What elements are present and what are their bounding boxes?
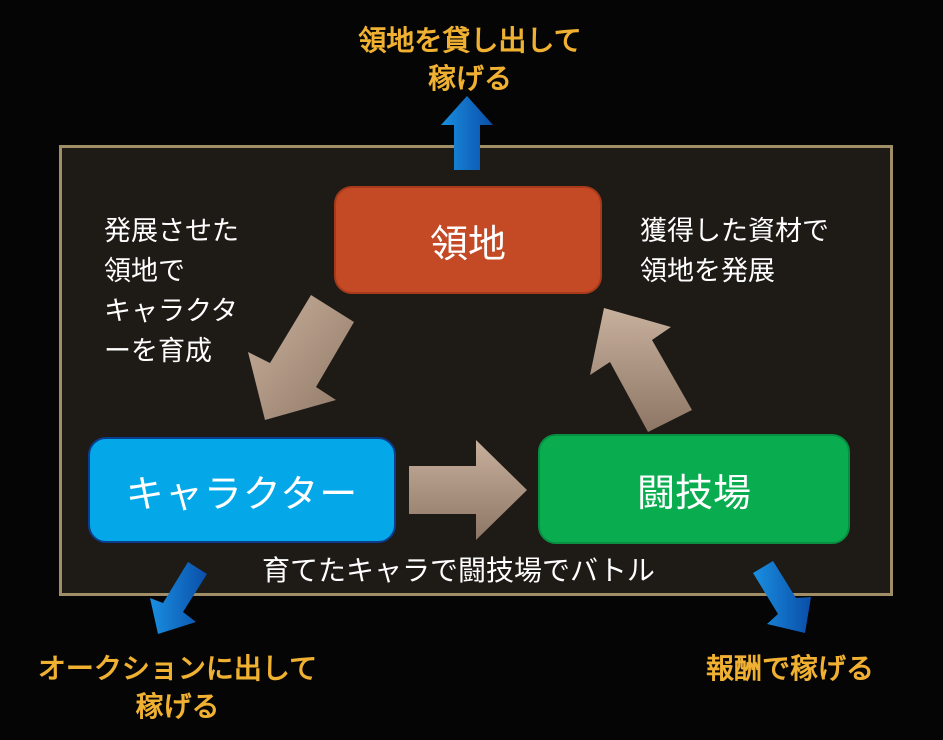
node-character: キャラクター: [88, 437, 396, 543]
node-character-label: キャラクター: [125, 471, 359, 516]
node-arena: 闘技場: [538, 434, 850, 544]
node-territory-label: 領地: [429, 221, 506, 266]
note-character-to-arena: 育てたキャラで闘技場でバトル: [262, 554, 655, 587]
earn-territory-text: 領地を貸し出して 稼げる: [358, 24, 582, 95]
earn-character-text: オークションに出して 稼げる: [37, 652, 318, 723]
node-territory: 領地: [334, 186, 602, 294]
node-arena-label: 闘技場: [636, 470, 751, 515]
earn-arena-text: 報酬で稼げる: [705, 652, 874, 685]
note-territory-to-character: 発展させた 領地で キャラクタ ーを育成: [104, 216, 239, 367]
note-arena-to-territory: 獲得した資材で 領地を発展: [640, 216, 829, 287]
